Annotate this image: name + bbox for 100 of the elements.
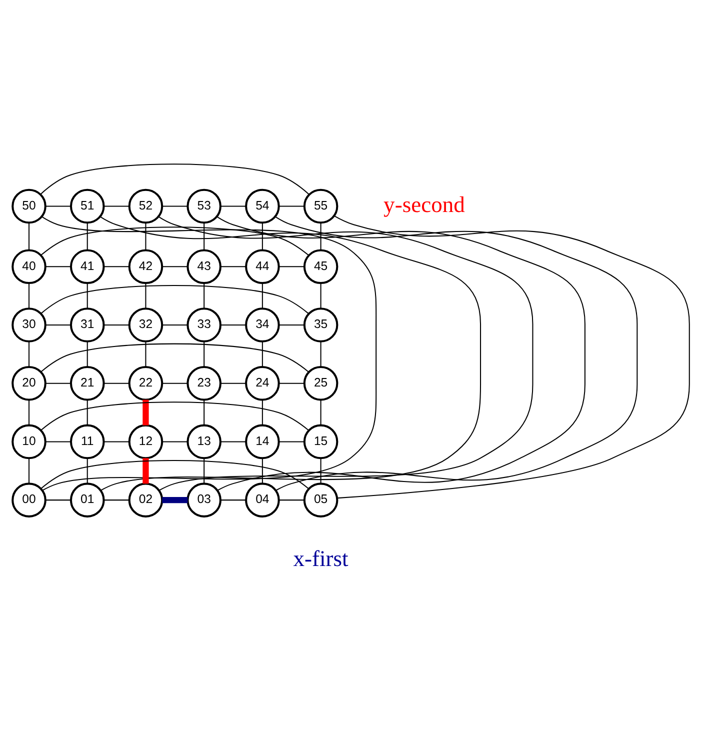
connector [204,458,205,484]
connector [28,400,30,426]
connector [86,222,88,250]
connector [320,400,322,426]
connector [204,222,205,250]
connector [104,266,130,268]
connector [28,222,30,250]
connector [142,400,149,426]
connector [220,266,246,268]
connector [100,216,482,491]
connector [104,324,130,326]
connector [104,441,130,442]
connector [86,341,88,367]
node-circle: 04 [245,482,280,518]
node-circle: 25 [303,366,338,401]
connector [42,216,377,491]
connector [278,206,304,207]
connector [162,206,188,207]
connector [145,341,146,367]
connector [145,283,146,309]
connector [320,458,322,484]
connector [220,382,246,384]
node-circle: 12 [128,424,164,460]
node-circle: 23 [186,366,222,401]
connector [262,283,263,309]
connector [162,382,188,384]
node-circle: 05 [303,482,338,518]
connector [104,382,130,384]
node-circle: 54 [245,188,280,224]
connector [278,441,304,442]
connector [45,324,71,326]
connector [220,324,246,326]
connector [40,460,309,490]
node-circle: 43 [186,249,222,284]
connector [278,382,304,384]
node-circle: 32 [128,308,164,342]
node-circle: 40 [12,249,46,284]
node-circle: 00 [12,482,46,518]
connector [220,500,246,501]
connector [45,500,71,501]
connector [278,324,304,326]
node-circle: 13 [186,424,222,460]
connector [45,206,71,207]
connector [45,382,71,384]
connector [40,226,309,256]
connector [28,341,30,367]
node-circle: 45 [303,249,338,284]
node-circle: 51 [70,188,105,224]
connector [320,222,322,250]
connector [220,206,246,207]
connector [262,458,263,484]
connector [262,222,263,250]
node-circle: 10 [12,424,46,460]
connector [142,458,149,484]
connector [334,216,690,499]
connector [158,216,534,491]
node-circle: 31 [70,308,105,342]
connector [216,216,586,491]
connector [262,400,263,426]
node-circle: 33 [186,308,222,342]
node-circle: 53 [186,188,222,224]
node-circle: 35 [303,308,338,342]
connector [278,266,304,268]
node-circle: 34 [245,308,280,342]
node-circle: 22 [128,366,164,401]
connector [204,283,205,309]
node-circle: 41 [70,249,105,284]
node-circle: 55 [303,188,338,224]
node-circle: 44 [245,249,280,284]
connector [40,402,309,431]
node-circle: 11 [70,424,105,460]
connector [86,458,88,484]
node-circle: 20 [12,366,46,401]
node-circle: 02 [128,482,164,518]
connector [204,400,205,426]
connector [274,216,638,491]
connector [145,222,146,250]
node-circle: 50 [12,188,46,224]
connector [162,324,188,326]
node-circle: 30 [12,308,46,342]
connector [204,341,205,367]
label: x-first [293,546,348,572]
connector [104,500,130,501]
connector [86,283,88,309]
connector [104,206,130,207]
connector [28,283,30,309]
node-circle: 42 [128,249,164,284]
connector [220,441,246,442]
connector [320,341,322,367]
connector [45,441,71,442]
connector [28,458,30,484]
connector [262,341,263,367]
node-circle: 24 [245,366,280,401]
connector [45,266,71,268]
connector [40,164,310,195]
node-circle: 21 [70,366,105,401]
label: y-second [384,192,465,217]
node-circle: 01 [70,482,105,518]
connector [320,283,322,309]
connector [40,343,309,372]
